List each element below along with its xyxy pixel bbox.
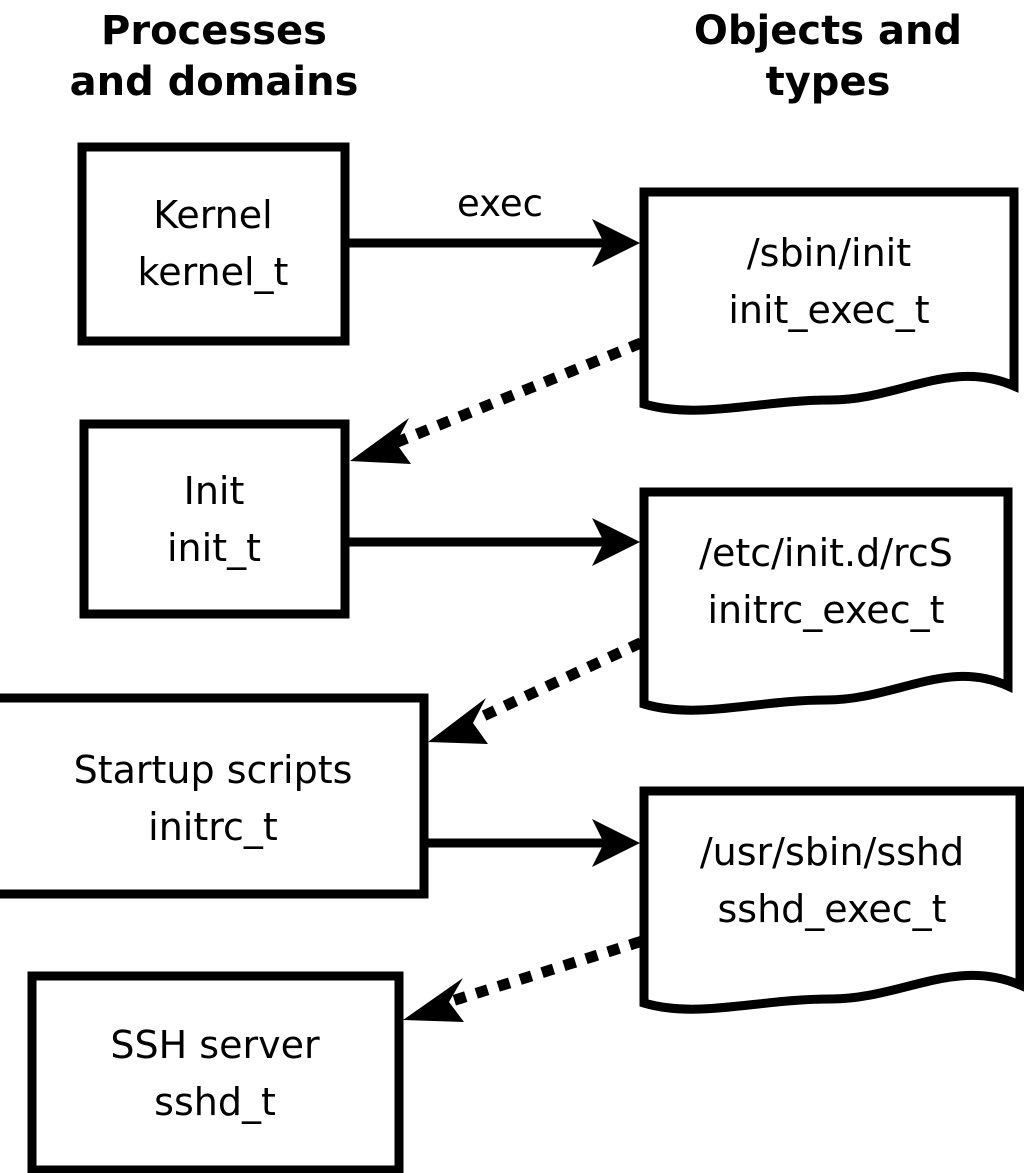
- edge-initrc-exec-to-initrc-line: [469, 637, 644, 727]
- edge-init-exec-to-init-line: [392, 337, 644, 449]
- edge-init-to-initrc-exec-arrowhead: [592, 518, 640, 566]
- node-kernel-line1: Kernel: [153, 193, 272, 237]
- node-initrc[interactable]: Startup scripts initrc_t: [0, 693, 429, 899]
- edge-kernel-to-init-exec-arrowhead: [592, 219, 640, 267]
- column-header-objects: Objects and types: [694, 8, 962, 105]
- node-initrc-box[interactable]: [0, 693, 429, 899]
- column-header-processes-line2: and domains: [70, 59, 359, 105]
- node-sshd-exec[interactable]: /usr/sbin/sshd sshd_exec_t: [639, 786, 1024, 1014]
- edge-sshd-exec-to-sshd-line: [445, 936, 643, 1008]
- node-sshd-line1: SSH server: [110, 1023, 320, 1067]
- node-init-box[interactable]: [79, 419, 350, 619]
- node-sshd-box[interactable]: [27, 971, 404, 1173]
- node-init[interactable]: Init init_t: [79, 419, 350, 619]
- node-init-exec[interactable]: /sbin/init init_exec_t: [639, 187, 1019, 415]
- node-initrc-exec[interactable]: /etc/init.d/rcS initrc_exec_t: [639, 487, 1013, 715]
- node-init-exec-line2: init_exec_t: [728, 288, 929, 332]
- node-initrc-exec-line2: initrc_exec_t: [708, 588, 945, 632]
- node-kernel-box[interactable]: [77, 142, 350, 346]
- edge-sshd-exec-to-sshd: [403, 936, 643, 1022]
- edge-sshd-exec-to-sshd-arrowhead: [403, 978, 464, 1022]
- edge-initrc-to-sshd-exec: [428, 819, 640, 867]
- node-init-line1: Init: [184, 469, 245, 513]
- node-sshd-exec-line1: /usr/sbin/sshd: [700, 830, 964, 874]
- edge-kernel-to-init-exec: exec: [349, 182, 640, 267]
- edge-init-to-initrc-exec: [349, 518, 640, 566]
- column-header-processes: Processes and domains: [70, 8, 359, 105]
- edge-label-exec: exec: [457, 182, 543, 225]
- node-kernel[interactable]: Kernel kernel_t: [77, 142, 350, 346]
- node-initrc-exec-document-shape[interactable]: [639, 487, 1013, 715]
- node-sshd-line2: sshd_t: [154, 1080, 276, 1124]
- node-init-exec-line1: /sbin/init: [747, 231, 911, 275]
- node-initrc-line2: initrc_t: [148, 805, 278, 849]
- column-header-processes-line1: Processes: [101, 8, 327, 54]
- node-initrc-exec-line1: /etc/init.d/rcS: [699, 531, 953, 575]
- column-header-objects-line2: types: [766, 59, 891, 105]
- edge-initrc-to-sshd-exec-arrowhead: [592, 819, 640, 867]
- node-sshd[interactable]: SSH server sshd_t: [27, 971, 404, 1173]
- column-header-objects-line1: Objects and: [694, 8, 962, 54]
- edge-init-exec-to-init-arrowhead: [350, 418, 411, 464]
- edge-initrc-exec-to-initrc-arrowhead: [428, 698, 488, 744]
- node-init-line2: init_t: [167, 526, 261, 570]
- node-sshd-exec-document-shape[interactable]: [639, 786, 1024, 1014]
- node-initrc-line1: Startup scripts: [74, 748, 353, 792]
- node-kernel-line2: kernel_t: [138, 250, 289, 294]
- node-sshd-exec-line2: sshd_exec_t: [717, 887, 946, 931]
- node-init-exec-document-shape[interactable]: [639, 187, 1019, 415]
- edge-initrc-exec-to-initrc: [428, 637, 644, 744]
- edge-init-exec-to-init: [350, 337, 644, 464]
